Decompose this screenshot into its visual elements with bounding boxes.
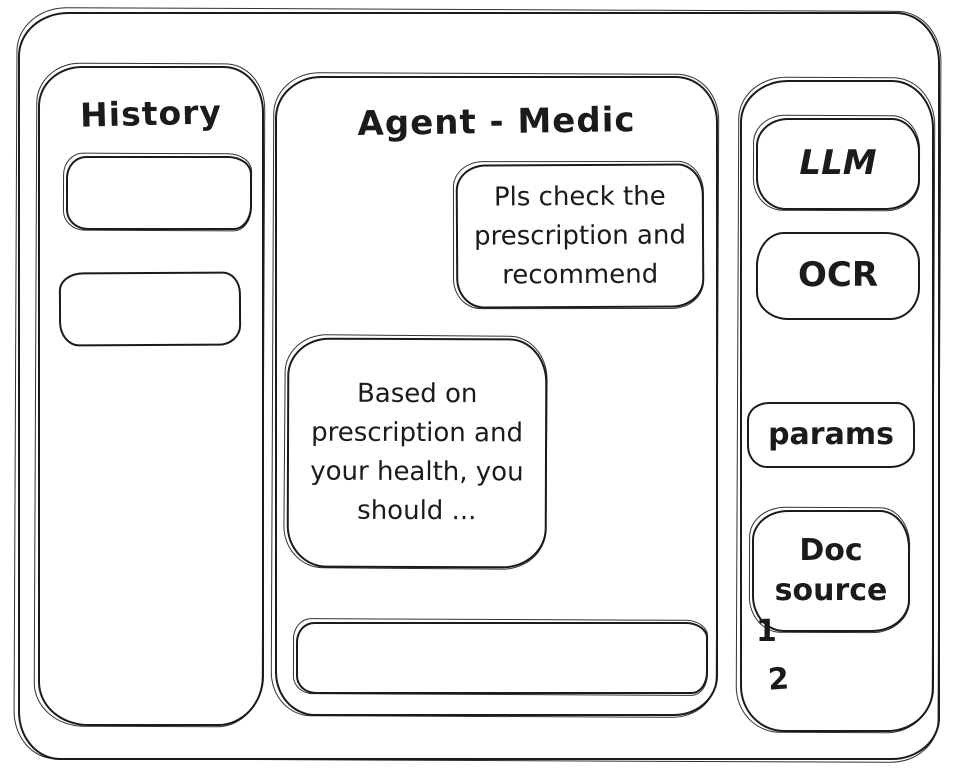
params-button[interactable]: params [747,402,915,468]
chat-title: Agent - Medic [357,100,636,144]
doc-source-item-2[interactable]: 2 [766,661,791,698]
chat-message-user: Pls check the prescription and recommend [455,163,705,309]
chat-panel: Agent - Medic Pls check the prescription… [275,76,718,716]
history-panel: History [38,66,264,726]
app-window-frame: History Agent - Medic Pls check the pres… [18,12,940,760]
chat-message-assistant: Based on prescription and your health, y… [286,337,548,569]
doc-source-button[interactable]: Doc source [752,510,910,632]
history-title: History [79,92,223,135]
chat-input[interactable] [298,624,706,692]
doc-source-item-1[interactable]: 1 [756,614,777,649]
history-item[interactable] [58,271,242,347]
chat-input-box [296,622,708,694]
ocr-button[interactable]: OCR [756,232,920,320]
tools-panel: LLM OCR params Doc source 1 2 [740,80,934,732]
llm-button[interactable]: LLM [756,118,920,210]
history-item[interactable] [66,156,252,230]
